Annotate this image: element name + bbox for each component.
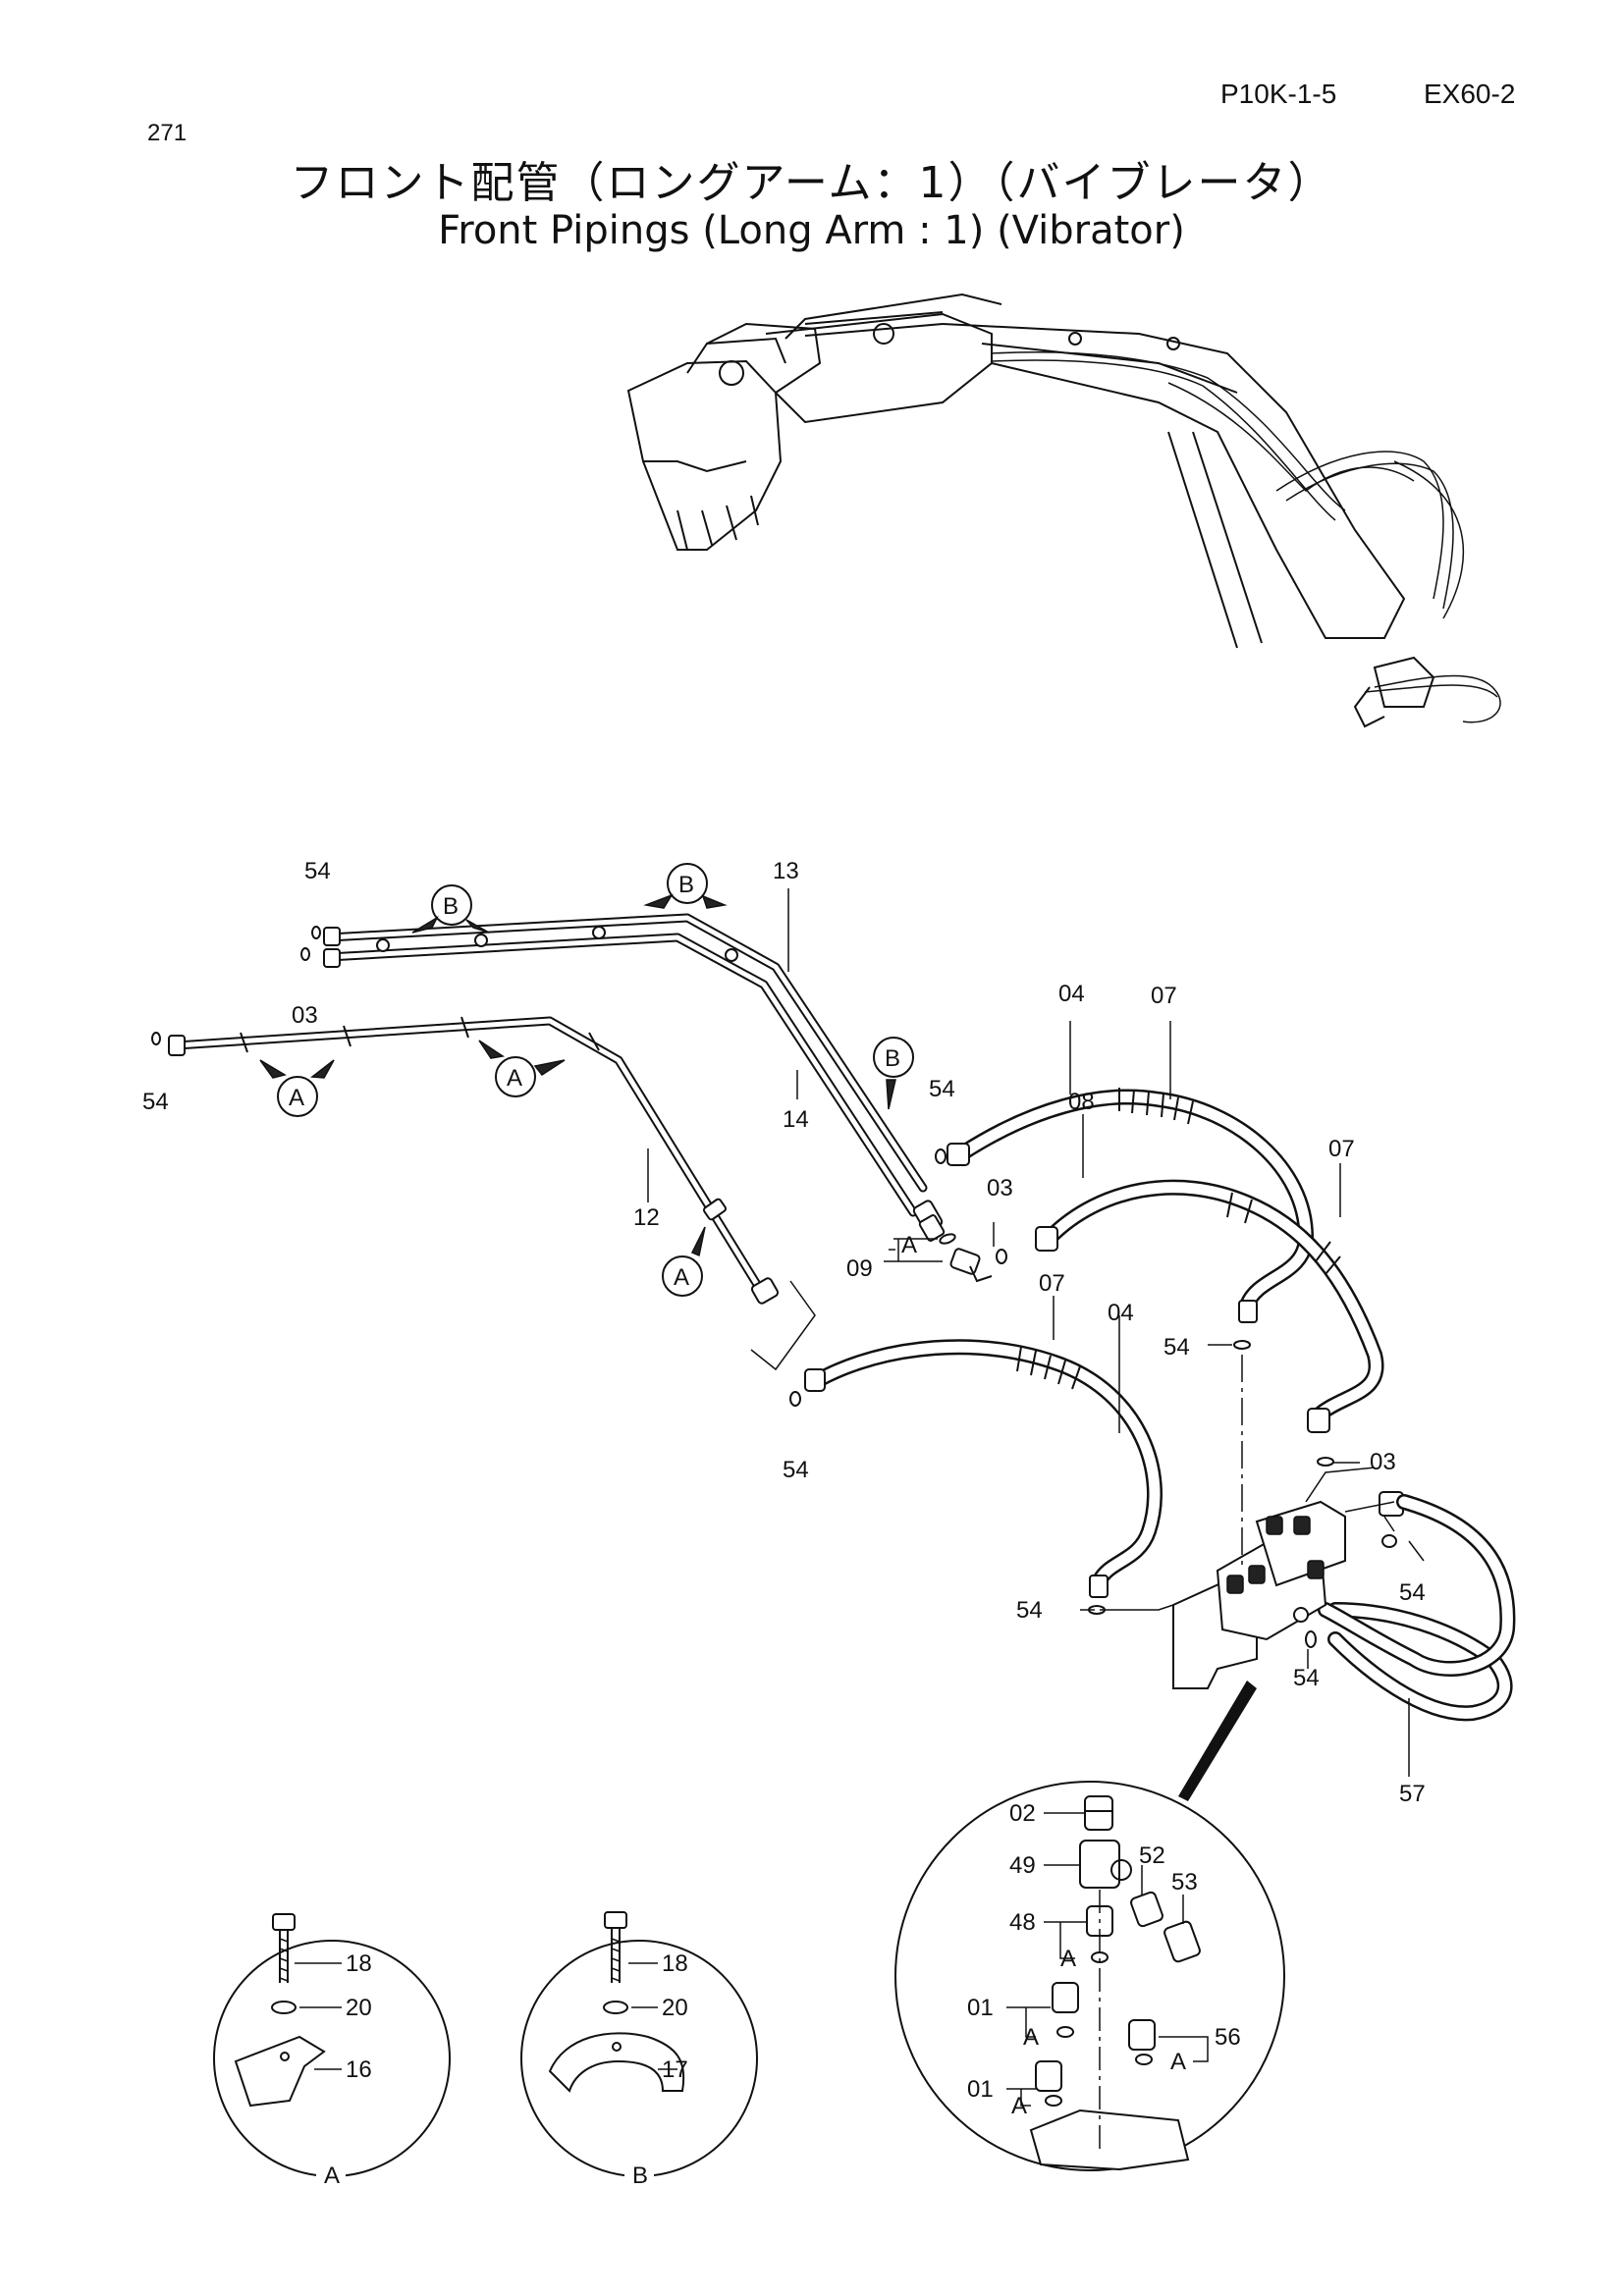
clamp-letter-a: A: [674, 1264, 689, 1291]
callout-56: 56: [1215, 2024, 1241, 2051]
callout-07: 07: [1328, 1136, 1355, 1162]
callout-04: 04: [1058, 981, 1085, 1007]
hose-04-07-upper: [947, 1088, 1315, 1323]
clamp-letter-b: B: [678, 872, 694, 898]
callout-03: 03: [1370, 1449, 1396, 1475]
page-title-japanese: フロント配管（ロングアーム：1）（バイブレータ）: [290, 158, 1333, 208]
callout-20: 20: [346, 1995, 372, 2021]
callout-08: 08: [1068, 1089, 1095, 1115]
callout-03: 03: [292, 1002, 318, 1029]
clamp-letter-b: B: [443, 893, 459, 920]
ref-letter-a: A: [901, 1232, 917, 1258]
clamp-letter-b: B: [885, 1045, 900, 1072]
callout-57: 57: [1399, 1781, 1426, 1807]
callout-20: 20: [662, 1995, 688, 2021]
detail-view-b-label: B: [632, 2163, 648, 2189]
page-title-english: Front Pipings (Long Arm : 1) (Vibrator): [438, 208, 1185, 253]
model-number: EX60-2: [1424, 79, 1516, 109]
callout-48: 48: [1009, 1909, 1036, 1936]
callout-54: 54: [1016, 1597, 1043, 1624]
elbow-fitting-09: [949, 1248, 993, 1283]
callout-54: 54: [929, 1076, 955, 1102]
callout-03: 03: [987, 1175, 1013, 1201]
callout-14: 14: [783, 1106, 809, 1133]
callout-18: 18: [346, 1950, 372, 1977]
leader-lines: [647, 888, 1425, 1801]
callout-09: 09: [846, 1255, 873, 1282]
clamp-letter-a: A: [289, 1085, 304, 1111]
hose-07-04-lower: [804, 1339, 1163, 1598]
ref-letter-a: A: [1170, 2049, 1186, 2075]
excavator-overview-illustration: [626, 293, 1501, 728]
callout-04: 04: [1108, 1300, 1134, 1326]
callout-54: 54: [1399, 1579, 1426, 1606]
page-number: 271: [147, 120, 188, 146]
hose-08-07-middle: [1035, 1179, 1384, 1433]
detail-view-b: 18 20 17 B: [520, 1911, 758, 2189]
callout-54: 54: [142, 1089, 169, 1115]
callout-numbers: 54 03 54 13 14 12 54 03 04 07 08 07 09 A…: [142, 858, 1426, 1807]
hose-57: [1318, 1491, 1516, 1722]
callout-53: 53: [1171, 1869, 1198, 1896]
detail-valve-fittings: [894, 1781, 1285, 2171]
callout-52: 52: [1139, 1842, 1165, 1869]
callout-07: 07: [1039, 1270, 1065, 1297]
pipe-assembly-12: [168, 1016, 816, 1371]
pipe-assembly-13-14: [323, 913, 946, 1242]
vibrator-valve-block: [1172, 1500, 1346, 1689]
callout-01: 01: [967, 2076, 994, 2103]
callout-54: 54: [304, 858, 331, 884]
clamp-letter-a: A: [507, 1065, 522, 1092]
reference-code: P10K-1-5: [1220, 79, 1337, 109]
detail-view-a: 18 20 16 A: [213, 1913, 451, 2189]
callout-49: 49: [1009, 1852, 1036, 1879]
o-rings: [151, 926, 1397, 1648]
callout-54: 54: [1163, 1334, 1190, 1361]
callout-18: 18: [662, 1950, 688, 1977]
ref-letter-a: A: [1060, 1946, 1076, 1972]
clamp-marker-letters: B B B A A A: [289, 872, 900, 1291]
callout-16: 16: [346, 2056, 372, 2083]
ref-letter-a: A: [1023, 2024, 1039, 2051]
callout-12: 12: [633, 1204, 660, 1231]
detail-valve-labels: 02 49 52 53 48 A 01 A 01 A 56 A: [967, 1800, 1241, 2119]
callout-54: 54: [1293, 1665, 1320, 1691]
callout-07: 07: [1151, 983, 1177, 1009]
detail-view-a-label: A: [324, 2163, 340, 2189]
callout-13: 13: [773, 858, 799, 884]
callout-01: 01: [967, 1995, 994, 2021]
callout-54: 54: [783, 1457, 809, 1483]
callout-02: 02: [1009, 1800, 1036, 1827]
ref-letter-a: A: [1011, 2093, 1027, 2119]
clamp-markers: [259, 863, 914, 1297]
callout-17: 17: [662, 2056, 688, 2083]
